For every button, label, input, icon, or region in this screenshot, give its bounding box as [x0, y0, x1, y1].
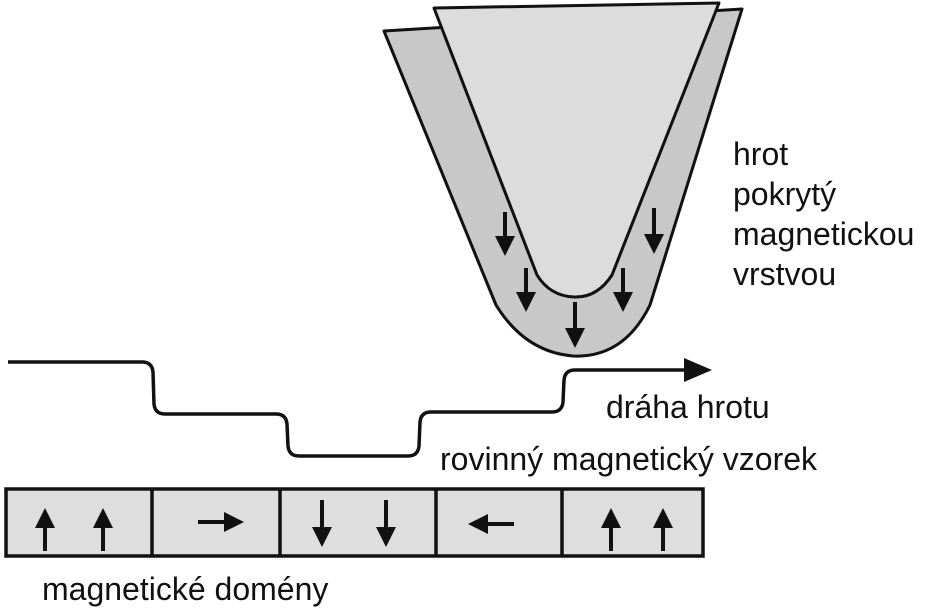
- domain-1: [35, 508, 113, 551]
- domain-5: [601, 508, 673, 551]
- coating-arrows: [495, 208, 664, 348]
- domains-label: magnetické domény: [42, 571, 329, 607]
- domain-3: [312, 500, 396, 547]
- domain-arrows: [35, 500, 673, 551]
- tip-label-line: vrstvou: [733, 256, 837, 292]
- tip-path-arrowhead: [684, 358, 712, 382]
- sample-strip: [4, 487, 705, 558]
- domain-walls: [150, 489, 564, 556]
- sample-label: rovinný magnetický vzorek: [440, 441, 818, 477]
- tip-label-line: hrot: [733, 136, 789, 172]
- tip-path-label: dráha hrotu: [606, 389, 770, 425]
- tip-path-line: [8, 360, 692, 458]
- tip-core: [432, 1, 721, 299]
- tip-label: hrot pokrytý magnetickou vrstvou: [733, 134, 914, 294]
- tip-label-line: pokrytý: [733, 176, 837, 212]
- tip-label-line: magnetickou: [733, 216, 915, 252]
